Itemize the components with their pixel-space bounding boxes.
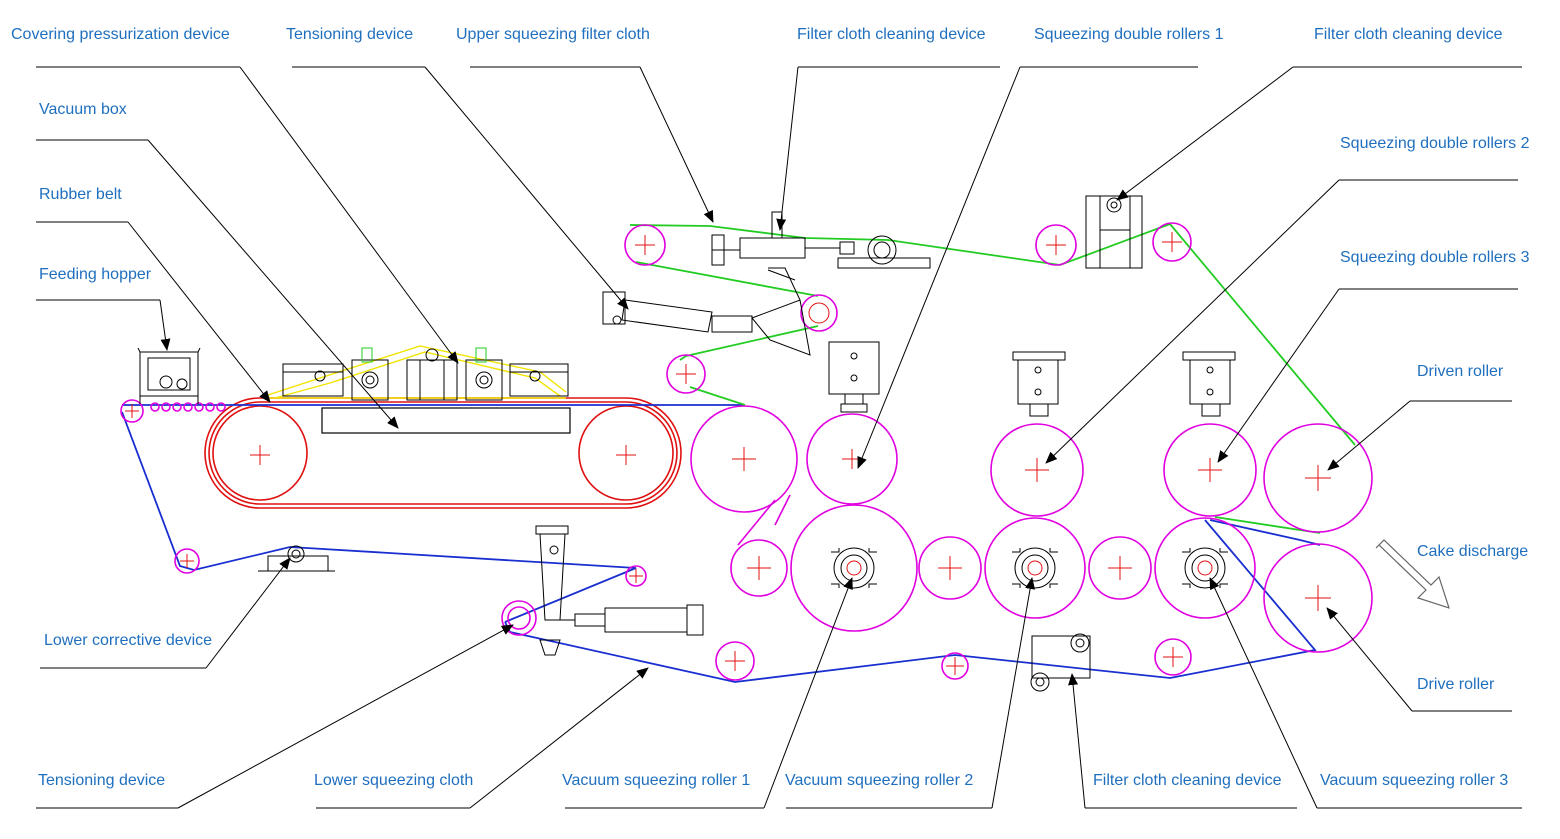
press-unit-3 [1182, 351, 1236, 417]
lower-corrective-device [258, 545, 335, 572]
label-cake-discharge: Cake discharge [1417, 543, 1529, 560]
label-filter-cloth-cleaning-device-bottom: Filter cloth cleaning device [1093, 772, 1282, 789]
filter-cloth-cleaning-device-bottom [1030, 633, 1091, 692]
guide-roller-upper-right [1152, 222, 1192, 262]
label-filter-cloth-cleaning-device-top: Filter cloth cleaning device [797, 26, 986, 43]
label-squeezing-double-rollers-2: Squeezing double rollers 2 [1340, 135, 1530, 152]
filter-cloth-cleaning-device-right [1085, 195, 1143, 269]
first-squeeze-roller [690, 405, 798, 513]
guide-roller-lower-1 [715, 641, 755, 681]
squeezing-double-roller-2-top [990, 423, 1084, 517]
leader-lines [36, 66, 1522, 809]
label-lower-corrective-device: Lower corrective device [44, 632, 213, 649]
label-driven-roller: Driven roller [1417, 363, 1504, 380]
squeezing-double-roller-3-top [1163, 423, 1257, 517]
tensioning-roller-lower [501, 600, 537, 636]
upper-tensioning-cylinder [602, 267, 830, 356]
label-lower-squeezing-cloth: Lower squeezing cloth [314, 772, 474, 789]
guide-roller-lower-3 [1154, 638, 1192, 676]
squeezing-double-roller-1-top [806, 413, 898, 505]
drive-roller [1263, 543, 1373, 653]
lower-tensioning-device [535, 525, 704, 656]
label-covering-pressurization-device: Covering pressurization device [11, 26, 230, 43]
guide-roller-upper-mid [1035, 224, 1077, 266]
driven-roller [1263, 423, 1373, 533]
lower-squeezing-cloth [121, 404, 1321, 683]
vacuum-roller-hubs [831, 547, 1228, 589]
covering-pressurization-cover [264, 345, 567, 399]
guide-roller-left-belt [120, 399, 144, 423]
label-upper-squeezing-filter-cloth: Upper squeezing filter cloth [456, 26, 650, 43]
filter-cloth-cleaning-device-top [711, 211, 931, 269]
vacuum-box [321, 407, 571, 434]
label-vacuum-box: Vacuum box [39, 101, 127, 118]
guide-roller-corrector [800, 294, 838, 332]
guide-roller-upper-left [624, 224, 666, 266]
rubber-belt [204, 397, 682, 509]
guide-roller-lower-mid [625, 565, 647, 587]
press-unit-1 [828, 341, 880, 413]
roller-center-marks [125, 232, 1331, 675]
vacuum-squeezing-roller-2 [984, 517, 1086, 619]
label-vacuum-squeezing-roller-2: Vacuum squeezing roller 2 [785, 772, 974, 789]
idler-roller-small-3 [1088, 536, 1152, 600]
mechanical-parts [137, 195, 1236, 692]
covering-pressurization-device [282, 348, 569, 401]
label-tensioning-device-bottom: Tensioning device [38, 772, 166, 789]
idler-roller-small-2 [918, 536, 982, 600]
upper-squeezing-filter-cloth [629, 222, 1356, 534]
feeding-hopper [137, 347, 201, 404]
label-feeding-hopper: Feeding hopper [39, 266, 152, 283]
cake-discharge-arrow [1375, 539, 1450, 609]
label-filter-cloth-cleaning-device-right: Filter cloth cleaning device [1314, 26, 1503, 43]
label-vacuum-squeezing-roller-3: Vacuum squeezing roller 3 [1320, 772, 1509, 789]
label-squeezing-double-rollers-3: Squeezing double rollers 3 [1340, 249, 1530, 266]
label-drive-roller: Drive roller [1417, 676, 1495, 693]
press-unit-2 [1012, 351, 1066, 417]
vacuum-squeezing-roller-1 [790, 504, 918, 632]
label-vacuum-squeezing-roller-1: Vacuum squeezing roller 1 [562, 772, 751, 789]
label-rubber-belt: Rubber belt [39, 186, 122, 203]
label-squeezing-double-rollers-1: Squeezing double rollers 1 [1034, 26, 1224, 43]
vacuum-squeezing-roller-3 [1154, 517, 1256, 619]
idler-roller-small-1 [730, 539, 788, 597]
guide-roller-lower-left [174, 548, 200, 574]
rollers [120, 222, 1373, 681]
guide-roller-lower-2 [941, 652, 969, 680]
label-tensioning-device-top: Tensioning device [286, 26, 414, 43]
guide-roller-left [666, 354, 706, 394]
